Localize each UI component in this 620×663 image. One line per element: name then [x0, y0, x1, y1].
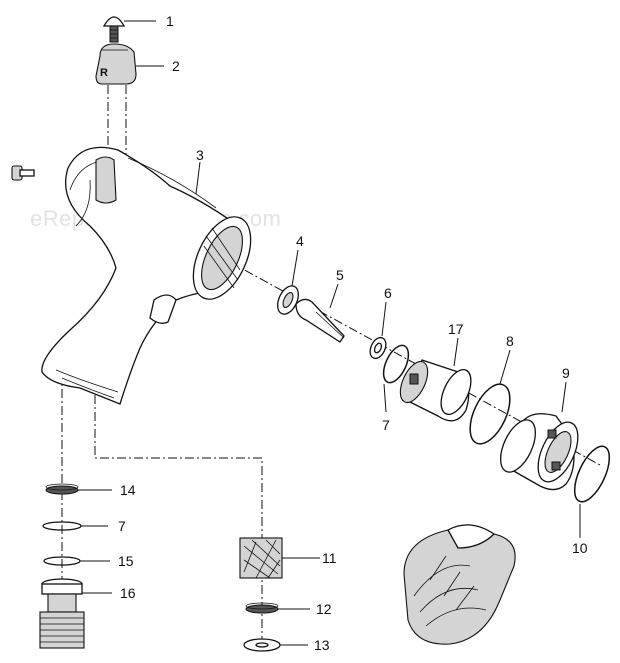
- callout-10: 10: [572, 540, 588, 556]
- callout-13: 13: [314, 637, 330, 653]
- callout-4: 4: [296, 233, 304, 249]
- leader-lines: [78, 20, 581, 646]
- part-1-screw: [102, 16, 126, 43]
- callout-5: 5: [336, 267, 344, 283]
- callout-16: 16: [120, 585, 136, 601]
- callout-2: 2: [172, 58, 180, 74]
- callout-9: 9: [562, 365, 570, 381]
- part-12-spring: [245, 602, 279, 614]
- part-16-inlet-bushing: [39, 578, 85, 649]
- part-13-washer: [243, 638, 281, 652]
- reverse-marking: R: [100, 67, 108, 79]
- part-3-tool-housing: [41, 146, 252, 405]
- callout-17: 17: [448, 321, 464, 337]
- callout-1: 1: [166, 13, 174, 29]
- callout-7: 7: [382, 417, 390, 433]
- part-thumb-screw: [11, 165, 35, 181]
- part-5-valve-stem: [295, 298, 345, 343]
- callout-15: 15: [118, 553, 134, 569]
- part-10-o-ring: [573, 445, 611, 503]
- part-11-filter-screen: [239, 537, 283, 579]
- callout-11: 11: [322, 550, 337, 566]
- callout-14: 14: [120, 482, 136, 498]
- callout-3: 3: [196, 147, 204, 163]
- part-7-o-ring: [382, 344, 410, 384]
- callout-labels: 1 2 3 4 5 6 7 8 9 10 11 12 13 14 7 15 16…: [118, 13, 588, 653]
- part-6-washer: [369, 336, 387, 360]
- part-9-housing-cap: [500, 413, 579, 491]
- part-4-valve-seat: [277, 285, 299, 315]
- callout-8: 8: [506, 333, 514, 349]
- part-17-cylinder: [399, 359, 472, 422]
- callout-7-lower: 7: [118, 518, 126, 534]
- callout-12: 12: [316, 601, 332, 617]
- callout-6: 6: [384, 285, 392, 301]
- part-14-spring: [45, 483, 79, 495]
- part-8-o-ring: [469, 383, 511, 445]
- part-2-reverse-button: R: [95, 43, 137, 85]
- part-boot-sleeve: [403, 524, 516, 645]
